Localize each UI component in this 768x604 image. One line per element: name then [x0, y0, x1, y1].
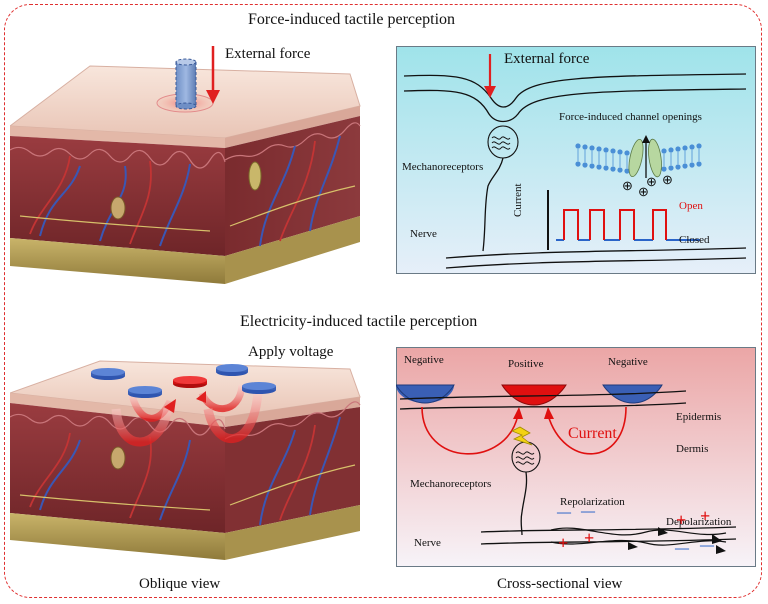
- fat-layer: [10, 238, 225, 284]
- oblique-view-caption: Oblique view: [139, 576, 221, 592]
- negative-electrode-4: [242, 382, 276, 394]
- nerve-lower-line: [480, 538, 737, 545]
- repolarization-minus-1: —: [557, 505, 571, 520]
- open-state-trace: [563, 209, 667, 240]
- lightning-bolt-icon: [511, 426, 533, 446]
- positive-electrode: [173, 376, 207, 388]
- electric-skin-block-illustration: [10, 360, 361, 560]
- nerve-plus-1: +: [558, 533, 569, 553]
- ion-symbol-3: ⊕: [646, 174, 657, 189]
- top-left-external-force-label: External force: [225, 46, 311, 62]
- positive-label: Positive: [508, 358, 544, 370]
- negative-electrode-2: [128, 386, 162, 398]
- meissner-corpuscle: [248, 161, 262, 191]
- dermis-side-face: [225, 116, 360, 256]
- nerve-fiber: [482, 157, 504, 252]
- bottom-mechanoreceptors-label: Mechanoreceptors: [410, 478, 492, 490]
- negative-electrode-3: [216, 364, 248, 376]
- closed-state-label: Closed: [679, 234, 710, 246]
- open-state-label: Open: [679, 200, 703, 212]
- electric-cross-section-diagram: [396, 384, 737, 554]
- mechanoreceptor-coil: [487, 125, 519, 159]
- repolarization-minus-2: —: [581, 504, 595, 519]
- cross-section-caption: Cross-sectional view: [497, 576, 623, 592]
- ion-symbol-4: ⊕: [662, 172, 673, 187]
- ion-symbol-1: ⊕: [622, 178, 633, 193]
- bottom-nerve-label: Nerve: [414, 537, 441, 549]
- nerve-plus-2: +: [584, 528, 595, 548]
- negative-electrode-1: [91, 368, 125, 380]
- depolarization-plus-2: +: [700, 506, 711, 526]
- force-skin-block-illustration: [10, 46, 361, 284]
- force-cross-section-panel: [396, 46, 756, 274]
- current-flow-arcs: [111, 384, 263, 447]
- top-nerve-label: Nerve: [410, 228, 437, 240]
- indenter-cylinder: [175, 58, 197, 110]
- apply-voltage-label: Apply voltage: [248, 344, 334, 360]
- depolarization-minus-2: —: [700, 538, 714, 553]
- depolarization-label: Depolarization: [666, 516, 732, 528]
- cs-external-force-label: External force: [504, 51, 590, 67]
- current-label: Current: [568, 425, 617, 442]
- cs-external-force-arrow: [484, 54, 496, 98]
- top-section-title: Force-induced tactile perception: [248, 11, 456, 28]
- dermis-front-face: [10, 136, 225, 256]
- ion-symbol-2: ⊕: [638, 184, 649, 199]
- force-cross-section-diagram: [403, 54, 747, 269]
- ion-channel-left: [628, 138, 644, 178]
- cs-mechanoreceptor-coil: [511, 441, 541, 473]
- dermis-label: Dermis: [676, 443, 709, 455]
- ion-channel-right: [648, 138, 662, 178]
- negative-right-label: Negative: [608, 356, 648, 368]
- negative-left-label: Negative: [404, 354, 444, 366]
- depolarization-plus-1: +: [676, 510, 687, 530]
- lipid-bilayer-icon: [575, 135, 702, 178]
- channel-openings-label: Force-induced channel openings: [559, 111, 702, 123]
- cs-positive-electrode: [501, 384, 567, 406]
- epidermis-label: Epidermis: [676, 411, 722, 423]
- pacinian-corpuscle: [110, 196, 126, 220]
- repolarization-label: Repolarization: [560, 496, 625, 508]
- top-mechanoreceptors-label: Mechanoreceptors: [402, 161, 484, 173]
- current-arc-left: [421, 406, 519, 455]
- current-arc-right: [547, 406, 627, 455]
- depolarization-minus-1: —: [675, 541, 689, 556]
- bottom-section-title: Electricity-induced tactile perception: [240, 313, 478, 330]
- external-force-arrow: [206, 46, 220, 104]
- nerve-upper-line: [480, 526, 737, 533]
- current-axis-label: Current: [512, 183, 524, 217]
- dashed-border-frame: [4, 4, 762, 598]
